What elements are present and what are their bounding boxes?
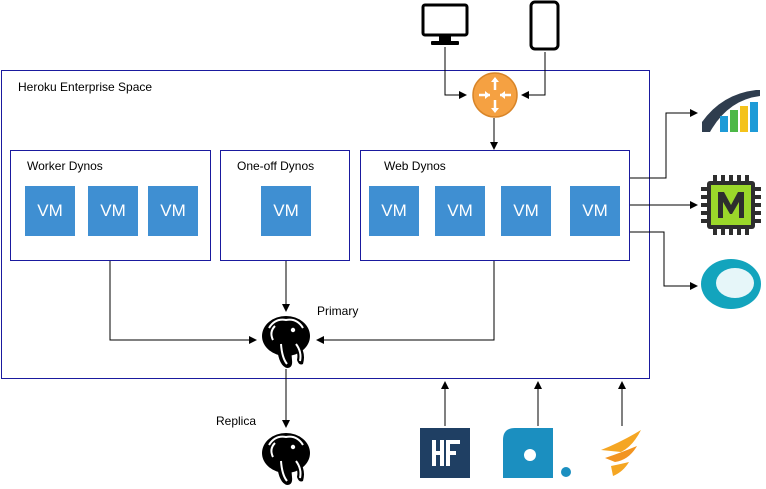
postgres-elephant-icon (262, 433, 310, 485)
space-title: Heroku Enterprise Space (18, 80, 153, 94)
web-dynos-group (360, 150, 630, 261)
web-vm-1: VM (369, 186, 419, 236)
metrics-chart-icon (702, 90, 760, 132)
web-dynos-title: Web Dynos (384, 159, 446, 173)
postgres-elephant-icon (262, 316, 310, 368)
heroku-enterprise-space (1, 70, 650, 379)
oneoff-dynos-group (220, 150, 350, 261)
worker-vm-3: VM (148, 186, 198, 236)
worker-vm-1: VM (25, 186, 75, 236)
router-icon (472, 72, 518, 118)
data-service-icon (503, 428, 571, 478)
mobile-phone-icon (529, 0, 560, 51)
solarwinds-icon (601, 430, 641, 476)
worker-vm-2: VM (88, 186, 138, 236)
desktop-icon (421, 3, 469, 45)
ring-service-icon (701, 259, 761, 309)
web-vm-3: VM (501, 186, 551, 236)
heroku-connect-icon (420, 428, 470, 478)
oneoff-vm-1: VM (261, 186, 311, 236)
memcachier-chip-icon (701, 175, 761, 235)
worker-dynos-group (10, 150, 211, 261)
replica-db-label: Replica (216, 414, 257, 428)
primary-db-label: Primary (317, 304, 359, 318)
web-vm-2: VM (435, 186, 485, 236)
worker-dynos-title: Worker Dynos (27, 159, 103, 173)
oneoff-dynos-title: One-off Dynos (237, 159, 315, 173)
web-vm-4: VM (570, 186, 620, 236)
